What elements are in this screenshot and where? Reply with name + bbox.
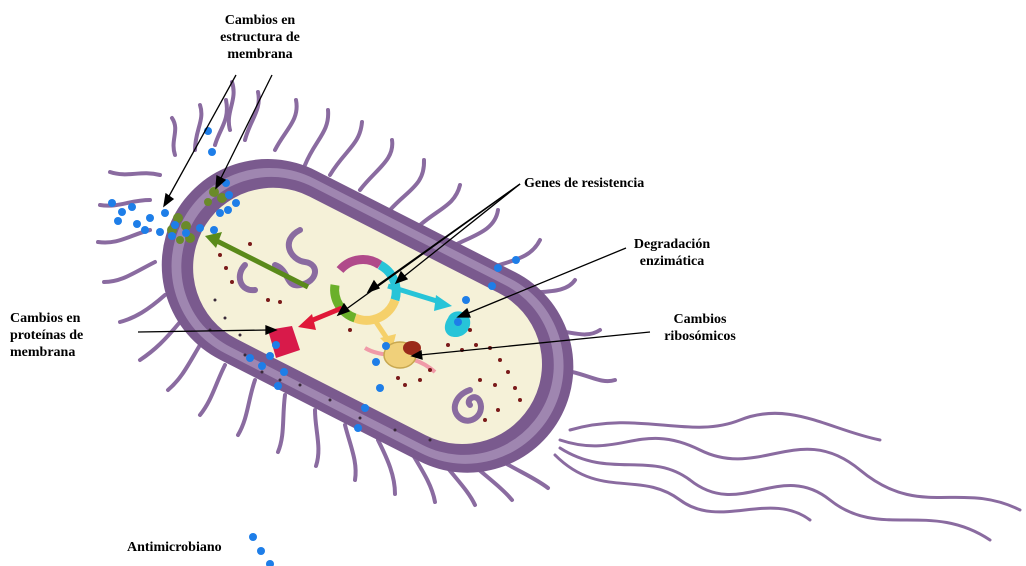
legend-antimicrobial: Antimicrobiano (127, 539, 222, 556)
label-enzymatic-degradation: Degradación enzimática (622, 236, 722, 270)
label-membrane-structure: Cambios en estructura de membrana (205, 12, 315, 63)
label-ribosomal-changes: Cambios ribosómicos (650, 311, 750, 345)
label-resistance-genes: Genes de resistencia (524, 175, 644, 192)
label-membrane-proteins: Cambios en proteínas de membrana (10, 310, 83, 361)
flagella (555, 413, 1020, 540)
arrowhead (164, 194, 173, 206)
